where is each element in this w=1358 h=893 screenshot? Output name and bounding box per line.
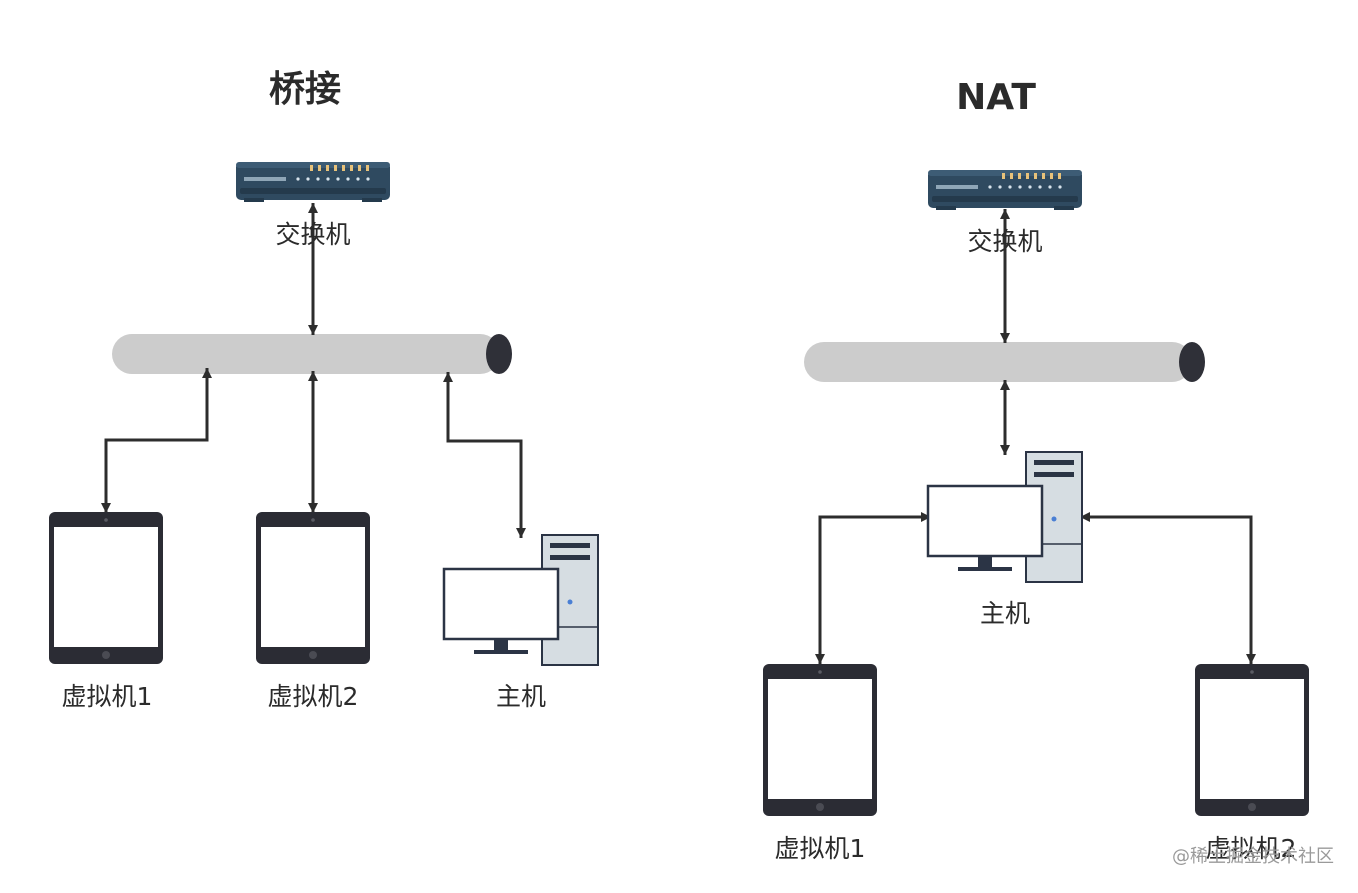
bridge-vm2-label: 虚拟机2 xyxy=(267,682,359,711)
bridge-connectors xyxy=(101,203,526,538)
nat-title: NAT xyxy=(956,77,1036,118)
bridge-vm1-label: 虚拟机1 xyxy=(61,682,153,711)
nat-host-computer-icon xyxy=(926,450,1084,584)
nat-vm2-label: 虚拟机2 xyxy=(1205,834,1297,863)
nat-vm2-tablet-icon xyxy=(1195,664,1309,816)
nat-connectors xyxy=(815,209,1256,664)
bridge-switch-label: 交换机 xyxy=(275,220,351,249)
bridge-bus xyxy=(112,334,512,374)
nat-switch-label: 交换机 xyxy=(967,227,1043,256)
bridge-vm2-tablet-icon xyxy=(256,512,370,664)
nat-switch-icon xyxy=(928,170,1082,210)
bridge-title: 桥接 xyxy=(268,69,342,110)
bridge-switch-icon xyxy=(236,162,390,202)
nat-bus xyxy=(804,342,1205,382)
bridge-host-computer-icon xyxy=(442,533,600,667)
nat-vm1-tablet-icon xyxy=(763,664,877,816)
nat-host-label: 主机 xyxy=(979,599,1031,628)
watermark-text: @稀土掘金技术社区 xyxy=(1172,846,1334,867)
nat-vm1-label: 虚拟机1 xyxy=(774,834,866,863)
bridge-vm1-tablet-icon xyxy=(49,512,163,664)
bridge-host-label: 主机 xyxy=(495,682,547,711)
